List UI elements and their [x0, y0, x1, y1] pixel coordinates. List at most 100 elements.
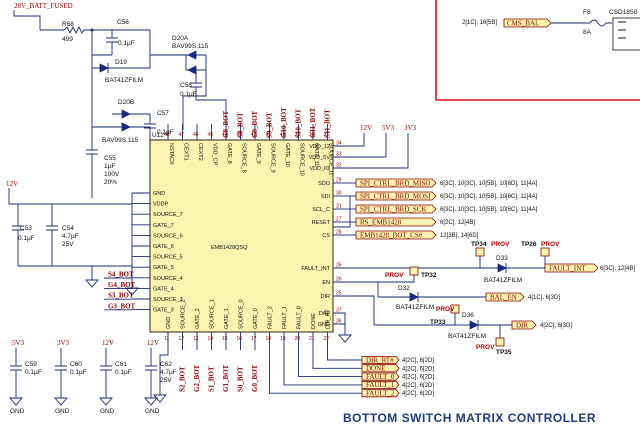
ic-top-pin-label: SOURCE_9	[270, 143, 276, 173]
bottom-decoupling: 5V3C590.1µFGND3V3C600.1µFGND12VC610.1µFG…	[9, 339, 177, 415]
ic-part-name: EMB1428QSQ	[211, 245, 248, 251]
ic-bottom-pin-number: 19	[280, 336, 286, 342]
c57-val: 0.1µF	[157, 129, 174, 136]
c56-val: 0.1µF	[118, 40, 135, 47]
ic-right-pin-number: 28	[336, 230, 342, 236]
cms-bal-xref: 2[1C], 16[5B]	[462, 20, 497, 26]
ic-right-pin-label: CS	[322, 233, 330, 239]
d19-ref: D19	[115, 59, 127, 66]
ic-left-pins: GNDVDDPSOURCE_7GATE_7SOURCE_6GATE_6SOURC…	[132, 191, 183, 314]
c56-ref: C56	[117, 19, 129, 26]
ic-left-pin-label: SOURCE_6	[153, 233, 183, 239]
ic-bottom-pin-number: 21	[309, 336, 315, 342]
supply-3v: 3V3	[404, 124, 417, 132]
c55-ref: C55	[104, 155, 116, 162]
ic-bottom-pin-label: SOURCE_0	[239, 299, 245, 329]
left-net-label: G3_BOT	[108, 302, 136, 310]
ic-bottom-pin-number: 14	[208, 336, 214, 342]
bottom-right-net-label: FAULT_2	[366, 390, 395, 398]
top-net-label: G8_BOT	[222, 110, 230, 138]
ic-right-pin-number: 29	[336, 178, 342, 184]
ic-top-pins: 48NSTACK47CEXT146CEXT245VDD_CP44GATE_843…	[164, 107, 334, 176]
ic-left-pin-label: GATE_7	[153, 223, 174, 229]
bottom-right-net-label: FAULT_1	[366, 381, 395, 389]
bottom-cap-val: 0.1µF	[25, 369, 42, 376]
spi-net-xref: 6[3C], 10[3C], 10[5B], 10[6C], 11[4A]	[440, 194, 538, 200]
fault-section: TP34 PROV TP26 PROV D33 BAT41ZFILM FAULT…	[333, 241, 635, 356]
ic-top-pin-number: 41	[266, 132, 272, 138]
c55-tol: 20%	[104, 179, 117, 186]
spi-net-label: SPI_CTRL_BRD_MOSI	[360, 193, 431, 201]
supply-12v: 12V	[360, 124, 372, 132]
ic-top-pin-label: CEXT2	[197, 143, 203, 161]
ic-bottom-pin-number: 13	[193, 336, 199, 342]
bottom-cap-supply: 5V3	[12, 339, 25, 347]
spi-net-label: SPI_CTRL_BRD_MISO	[360, 180, 430, 188]
tp34-label: TP34	[471, 241, 487, 248]
tp34-prov: PROV	[491, 241, 510, 248]
bottom-net-label: S0_BOT	[237, 366, 245, 392]
bottom-cap-supply: 12V	[102, 339, 114, 347]
bottom-right-net-xref: 4[2C], 6[2D]	[402, 366, 434, 372]
cms-bal-net: CMS_BAL	[507, 20, 539, 28]
bottom-right-net-label: DONE	[366, 365, 385, 373]
ic-right-pin-label: DIR	[321, 294, 331, 300]
spi-net-label: EMB1428_BOT_CS#	[360, 232, 423, 240]
ic-bottom-pin-label: DIR_RT	[326, 309, 332, 329]
ic-right-pin-label: GND	[318, 322, 330, 328]
top-net-label: S11_BOT	[324, 109, 332, 138]
bottom-cap-ref: C60	[70, 361, 82, 368]
ic-left-pin-label: SOURCE_4	[153, 276, 183, 282]
ic-bottom-pin-label: FAULT_0	[297, 306, 303, 329]
bottom-cap-supply: 12V	[147, 339, 159, 347]
ic-right-pin-label: DAP	[319, 311, 331, 317]
ic-right-pin-number: 33	[336, 152, 342, 158]
left-net-label: S4_BOT	[108, 271, 134, 279]
ic-bottom-pin-label: FAULT_1	[282, 306, 288, 329]
c54-volt: 25V	[62, 241, 74, 248]
tp35-label: TP35	[496, 349, 512, 356]
d20a-part: BAV99S,115	[172, 43, 209, 50]
bottom-cap-ref: C61	[115, 361, 127, 368]
ic-right-pin-label: VDD_5V	[309, 155, 331, 161]
ic-bottom-pin-label: FAULT_2	[268, 306, 274, 329]
bottom-cap-gnd: GND	[10, 408, 25, 415]
bal-en-xref: 4[1C], 6[3D]	[528, 295, 560, 301]
ic-top-pin-number: 45	[208, 132, 214, 138]
ic-bottom-pin-label: SOURCE_1	[210, 299, 216, 329]
batt-net-label: 28V_BATT_FUSED	[14, 2, 73, 10]
ic-bottom-pin-label: DONE	[311, 313, 317, 329]
ic-right-pin-number: 26	[336, 277, 342, 283]
ic-left-pin-label: VDDP	[153, 202, 169, 208]
ic-right-pin-number: 35	[336, 263, 342, 269]
bal-en-net: BAL_EN	[490, 294, 517, 302]
fault-int-xref: 6[3C], 12[4B]	[600, 266, 635, 272]
tp33-prov: PROV	[436, 306, 455, 313]
ic-bottom-pin-label: GATE_0	[253, 308, 259, 329]
c53-val: 0.1µF	[18, 235, 35, 242]
c58-val: 0.1µF	[180, 91, 197, 98]
ic-bottom-pin-number: 18	[266, 336, 272, 342]
bottom-cap-gnd: GND	[100, 408, 115, 415]
ic-bottom-pin-number: 20	[295, 336, 301, 342]
ic-right-pin-number: 30	[336, 191, 342, 197]
supply-5v: 5V3	[382, 124, 395, 132]
ic-top-pin-number: 38	[309, 132, 315, 138]
ic-top-pin-number: 46	[193, 132, 199, 138]
ic-right-pin-number: 37	[336, 308, 342, 314]
ic-top-pin-label: NSTACK	[168, 143, 174, 165]
ic-top-pin-number: 40	[280, 132, 286, 138]
ic-bottom-pin-number: 11	[164, 336, 169, 342]
bottom-net-label: G1_BOT	[222, 364, 230, 392]
c54-ref: C54	[62, 225, 74, 232]
d20b-part: BAV99S,115	[102, 137, 139, 144]
bottom-net-label: G2_BOT	[193, 364, 201, 392]
spi-net-label: RS_EMB1428	[360, 219, 402, 227]
ic-right-pin-label: VDD_12	[309, 144, 330, 150]
ic-top-pin-number: 48	[164, 132, 170, 138]
r68-val: 499	[62, 36, 73, 43]
ic-top-pin-label: GATE_9	[255, 143, 261, 164]
